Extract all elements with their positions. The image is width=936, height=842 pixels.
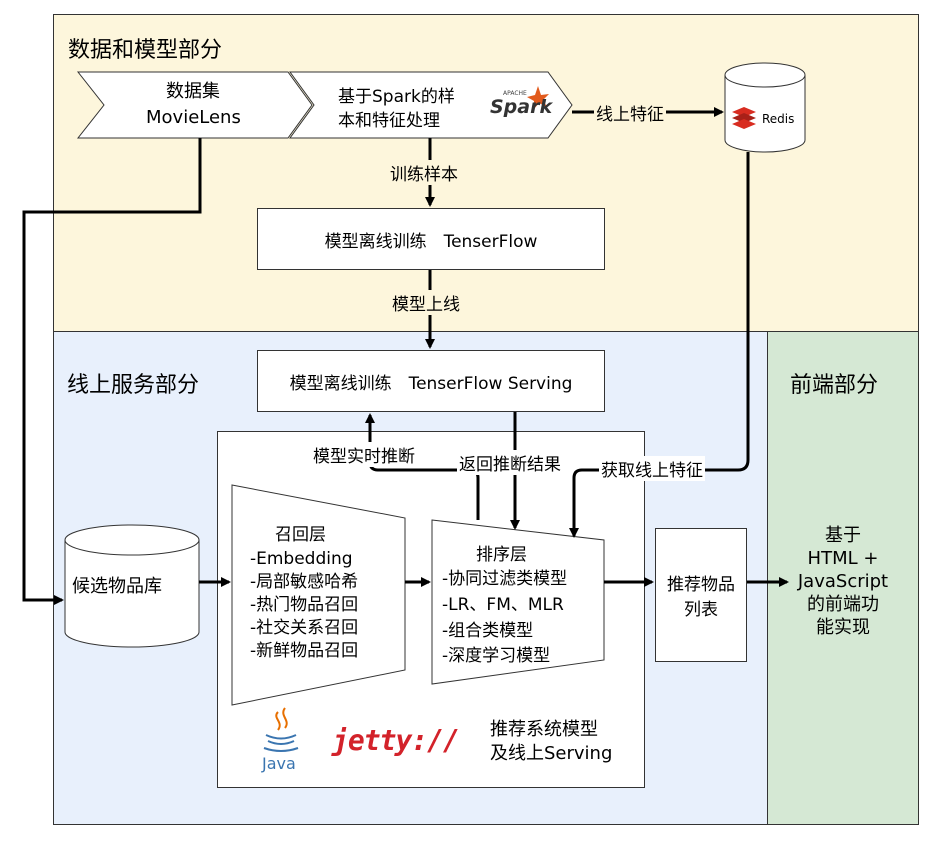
candidate-db-cylinder bbox=[64, 524, 200, 648]
recall-item: -新鲜物品召回 bbox=[250, 641, 359, 661]
rec-list-line2: 列表 bbox=[684, 600, 718, 620]
jetty-logo: jetty:// bbox=[332, 724, 460, 757]
recall-item: -Embedding bbox=[250, 549, 353, 569]
dataset-label-line1: 数据集 bbox=[166, 81, 220, 102]
edge-label-model-online: 模型上线 bbox=[390, 290, 462, 315]
spark-star-icon bbox=[527, 86, 549, 109]
container-label-line1: 推荐系统模型 bbox=[490, 719, 598, 740]
data-model-title: 数据和模型部分 bbox=[68, 38, 223, 63]
recall-item: -社交关系召回 bbox=[250, 618, 359, 638]
java-cup-icon bbox=[263, 707, 299, 752]
redis-label: Redis bbox=[762, 112, 795, 126]
frontend-title: 前端部分 bbox=[790, 373, 879, 398]
container-label-line2: 及线上Serving bbox=[490, 743, 613, 764]
rank-title: 排序层 bbox=[476, 545, 527, 565]
recall-item: -局部敏感哈希 bbox=[250, 572, 359, 592]
dataset-chevron bbox=[76, 71, 313, 139]
edge-dataset-candidate bbox=[22, 138, 202, 605]
recall-title: 召回层 bbox=[275, 525, 326, 545]
spark-chevron bbox=[289, 71, 573, 139]
rank-item: -组合类模型 bbox=[442, 621, 534, 641]
rank-item: -协同过滤类模型 bbox=[442, 569, 568, 589]
frontend-line: 基于 bbox=[825, 525, 861, 546]
dataset-label-line2: MovieLens bbox=[146, 107, 241, 128]
recall-trapezoid bbox=[231, 484, 406, 706]
spark-logo-small: APACHE bbox=[503, 90, 527, 97]
frontend-impl-text: 基于 HTML + JavaScript 的前端功 能实现 bbox=[768, 524, 918, 639]
rec-list-line1: 推荐物品 bbox=[667, 575, 735, 595]
redis-logo bbox=[732, 107, 756, 129]
frontend-region bbox=[767, 331, 919, 825]
spark-logo: Spark bbox=[490, 96, 553, 118]
edge-label-training-samples: 训练样本 bbox=[388, 160, 460, 185]
edge-label-return-results: 返回推断结果 bbox=[457, 450, 563, 475]
frontend-line: JavaScript bbox=[797, 571, 889, 592]
spark-label-line2: 本和特征处理 bbox=[338, 111, 440, 131]
redis-cylinder bbox=[724, 62, 806, 153]
spark-label-line1: 基于Spark的样 bbox=[338, 87, 455, 107]
online-service-title: 线上服务部分 bbox=[67, 373, 200, 398]
edge-label-online-features: 线上特征 bbox=[594, 100, 666, 125]
offline-training-box: 模型离线训练 TenserFlow bbox=[257, 208, 605, 270]
frontend-line: 的前端功 bbox=[807, 594, 879, 615]
candidate-db-label: 候选物品库 bbox=[72, 576, 162, 597]
serving-box: 模型离线训练 TenserFlow Serving bbox=[257, 350, 605, 412]
recall-item: -热门物品召回 bbox=[250, 595, 359, 615]
rank-trapezoid bbox=[431, 519, 605, 685]
rec-list-box: 推荐物品 列表 bbox=[655, 528, 747, 662]
rank-item: -深度学习模型 bbox=[442, 646, 551, 666]
frontend-line: 能实现 bbox=[816, 617, 870, 638]
edge-label-realtime-inference: 模型实时推断 bbox=[311, 442, 417, 467]
java-logo-text: Java bbox=[262, 754, 296, 773]
edge-label-fetch-features: 获取线上特征 bbox=[599, 456, 705, 481]
rank-item: -LR、FM、MLR bbox=[442, 595, 564, 615]
frontend-line: HTML + bbox=[807, 548, 879, 569]
